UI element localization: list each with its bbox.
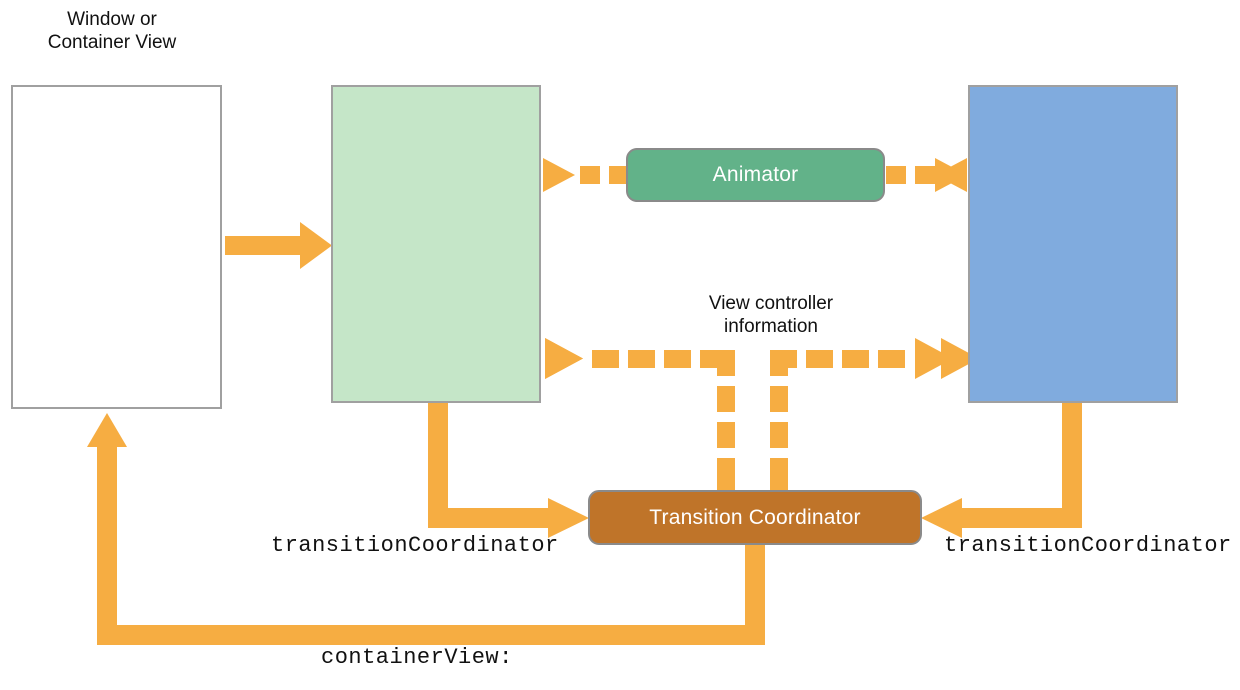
view-controller-information-caption: View controller information (708, 293, 834, 337)
branch-information-right (770, 350, 788, 490)
arrow-coordinator-to-window (87, 413, 765, 645)
branch-information-left (717, 350, 735, 490)
transition-coordinator-box[interactable]: Transition Coordinator (588, 490, 922, 545)
animator-label: Animator (712, 163, 799, 186)
arrow-animator-to-from-vc (543, 158, 629, 192)
container-view-label: containerView: (321, 645, 513, 670)
arrow-from-vc-to-coordinator (428, 403, 589, 538)
window-container-view-caption: Window or Container View (47, 9, 177, 53)
from-view-controller-box[interactable] (331, 85, 541, 403)
animator-box[interactable]: Animator (626, 148, 885, 202)
arrow-window-to-from-vc (225, 222, 332, 269)
window-container-view-box[interactable] (11, 85, 222, 409)
to-view-controller-box[interactable] (968, 85, 1178, 403)
arrow-vc-information-bus (545, 338, 979, 379)
arrow-animator-to-to-vc (886, 158, 967, 192)
transition-coordinator-left-label: transitionCoordinator (271, 533, 559, 558)
arrow-to-vc-to-coordinator (921, 403, 1082, 538)
transition-coordinator-label: Transition Coordinator (649, 505, 861, 529)
transition-coordinator-right-label: transitionCoordinator (944, 533, 1232, 558)
